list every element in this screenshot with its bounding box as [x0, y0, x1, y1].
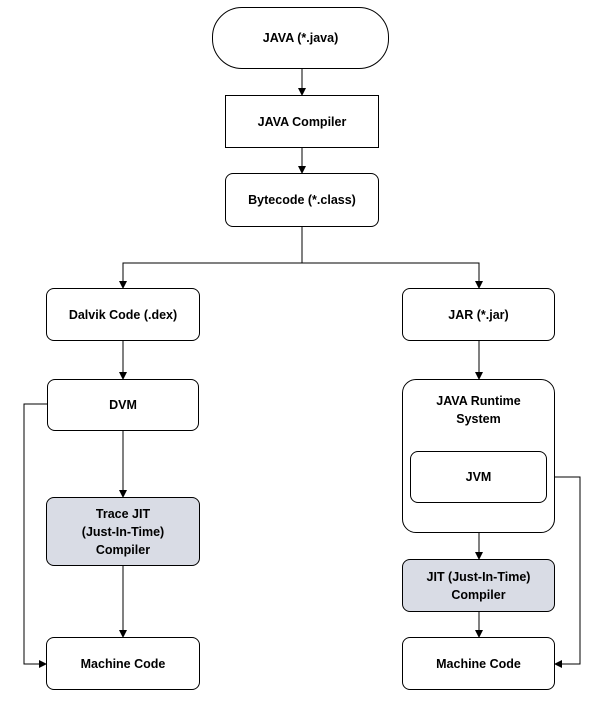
- jvm-node: JVM: [410, 451, 547, 503]
- bytecode-node: Bytecode (*.class): [225, 173, 379, 227]
- machine-code-left-node: Machine Code: [46, 637, 200, 690]
- java-source-node: JAVA (*.java): [212, 7, 389, 69]
- connector-bytecode-split: [119, 227, 303, 289]
- java-compiler-node: JAVA Compiler: [225, 95, 379, 148]
- bypass-jvm-to-machine-code: [547, 476, 581, 668]
- dalvik-code-node: Dalvik Code (.dex): [46, 288, 200, 341]
- machine-code-right-node: Machine Code: [402, 637, 555, 690]
- bypass-dvm-to-machine-code: [23, 403, 47, 668]
- jar-node: JAR (*.jar): [402, 288, 555, 341]
- jit-compiler-node: JIT (Just-In-Time) Compiler: [402, 559, 555, 612]
- connector-bytecode-to-jar: [302, 262, 483, 289]
- trace-jit-compiler-node: Trace JIT (Just-In-Time) Compiler: [46, 497, 200, 566]
- dvm-node: DVM: [47, 379, 199, 431]
